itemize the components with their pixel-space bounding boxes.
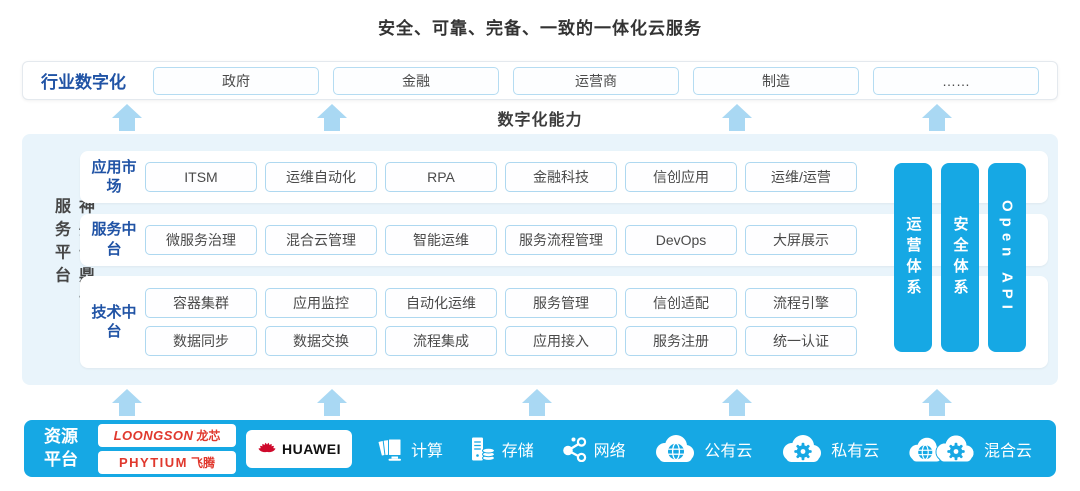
- tech-middle-row: 技术中台 容器集群 应用监控 自动化运维 服务管理 信创适配 流程引擎 数据同步…: [80, 276, 1048, 368]
- app-market-row: 应用市场 ITSM 运维自动化 RPA 金融科技 信创应用 运维/运营: [80, 151, 1048, 203]
- up-arrow-icon: [112, 389, 142, 416]
- up-arrow-icon: [722, 104, 752, 131]
- capability-chip: 应用接入: [505, 326, 617, 356]
- capability-chip: DevOps: [625, 224, 737, 255]
- capability-chip: 自动化运维: [385, 288, 497, 318]
- capability-chip: 智能运维: [385, 224, 497, 255]
- row-label: 应用市场: [91, 158, 137, 196]
- resource-item-label: 存储: [501, 442, 534, 460]
- resource-platform-bar: 资源平台 LOONGSON 龙芯 PHYTIUM 飞腾: [24, 420, 1056, 477]
- capability-chip: 运维自动化: [265, 162, 377, 192]
- resource-item-label: 混合云: [983, 442, 1032, 460]
- platform-panel: 神州云鼎云服务平台 应用市场 ITSM 运维自动化 RPA 金融科技 信创应用 …: [22, 134, 1058, 385]
- network-icon: [562, 436, 586, 462]
- up-arrow-icon: [317, 104, 347, 131]
- vendor-logos: LOONGSON 龙芯 PHYTIUM 飞腾: [98, 423, 236, 474]
- capability-chip: 信创适配: [625, 288, 737, 318]
- capability-chip: 服务管理: [505, 288, 617, 318]
- huawei-logo: HUAWEI: [246, 429, 352, 468]
- public-cloud-icon: [656, 434, 695, 462]
- page-title: 安全、可靠、完备、一致的一体化云服务: [378, 19, 702, 38]
- service-middle-row: 服务中台 微服务治理 混合云管理 智能运维 服务流程管理 DevOps 大屏展示: [80, 213, 1048, 266]
- industry-chip: ……: [873, 66, 1039, 95]
- resource-items: 计算 存储: [378, 433, 1038, 465]
- compute-icon: [378, 437, 402, 461]
- industry-chip: 制造: [693, 66, 859, 95]
- capability-chip: ITSM: [145, 162, 257, 192]
- row-label: 技术中台: [91, 303, 137, 341]
- capability-chip: 信创应用: [625, 162, 737, 192]
- huawei-flower-icon: [258, 442, 276, 452]
- capability-chip: 金融科技: [505, 162, 617, 192]
- up-arrow-icon: [317, 389, 347, 416]
- capability-chip: 流程引擎: [745, 288, 857, 318]
- capability-chip: 流程集成: [385, 326, 497, 356]
- industry-chip: 金融: [333, 66, 499, 95]
- up-arrow-icon: [722, 389, 752, 416]
- pillar-open-api: Open API: [988, 163, 1026, 352]
- capability-chip: 数据交换: [265, 326, 377, 356]
- resource-item-compute: 计算: [378, 436, 443, 462]
- capability-label: 数字化能力: [497, 112, 583, 129]
- resource-item-label: 私有云: [831, 442, 880, 460]
- platform-rows: 应用市场 ITSM 运维自动化 RPA 金融科技 信创应用 运维/运营 服务中台: [80, 151, 1048, 368]
- industry-chip: 运营商: [513, 66, 679, 95]
- up-arrow-icon: [522, 389, 552, 416]
- private-cloud-icon: [783, 434, 822, 462]
- row-label: 服务中台: [91, 221, 137, 258]
- capability-chip: 服务注册: [625, 326, 737, 356]
- capability-chip: 运维/运营: [745, 162, 857, 192]
- up-arrow-icon: [112, 104, 142, 131]
- hybrid-cloud-icon: [909, 434, 975, 462]
- resource-item-network: 网络: [560, 436, 626, 462]
- capability-chip: 统一认证: [745, 326, 857, 356]
- capability-chip: 容器集群: [145, 288, 257, 318]
- industry-digitalization-row: 行业数字化 政府 金融 运营商 制造 ……: [22, 61, 1058, 100]
- capability-chip: 应用监控: [265, 288, 377, 318]
- resource-item-public-cloud: 公有云: [651, 433, 752, 465]
- phytium-logo: PHYTIUM 飞腾: [98, 450, 236, 474]
- platform-pillars: 运营体系 安全体系 Open API: [894, 163, 1026, 352]
- capability-chip: 混合云管理: [265, 224, 377, 255]
- resource-item-hybrid-cloud: 混合云: [905, 433, 1032, 465]
- huawei-wordmark: HUAWEI: [282, 440, 341, 457]
- capability-chip: 大屏展示: [745, 224, 857, 255]
- up-arrow-icon: [922, 104, 952, 131]
- resource-bar-label: 资源平台: [44, 426, 78, 469]
- resource-item-storage: 存储: [469, 436, 534, 462]
- pillar-operation-system: 运营体系: [894, 163, 932, 352]
- resource-item-label: 公有云: [704, 442, 753, 460]
- capability-chip: RPA: [385, 162, 497, 192]
- capability-chip: 数据同步: [145, 326, 257, 356]
- capability-chip: 微服务治理: [145, 224, 257, 255]
- loongson-logo: LOONGSON 龙芯: [98, 423, 236, 447]
- industry-chip: 政府: [153, 66, 319, 95]
- resource-item-private-cloud: 私有云: [778, 433, 879, 465]
- resource-item-label: 网络: [593, 442, 626, 460]
- pillar-security-system: 安全体系: [941, 163, 979, 352]
- industry-row-label: 行业数字化: [41, 73, 126, 92]
- storage-icon: [471, 437, 495, 461]
- capability-chip: 服务流程管理: [505, 224, 617, 255]
- up-arrow-icon: [922, 389, 952, 416]
- resource-item-label: 计算: [411, 442, 444, 460]
